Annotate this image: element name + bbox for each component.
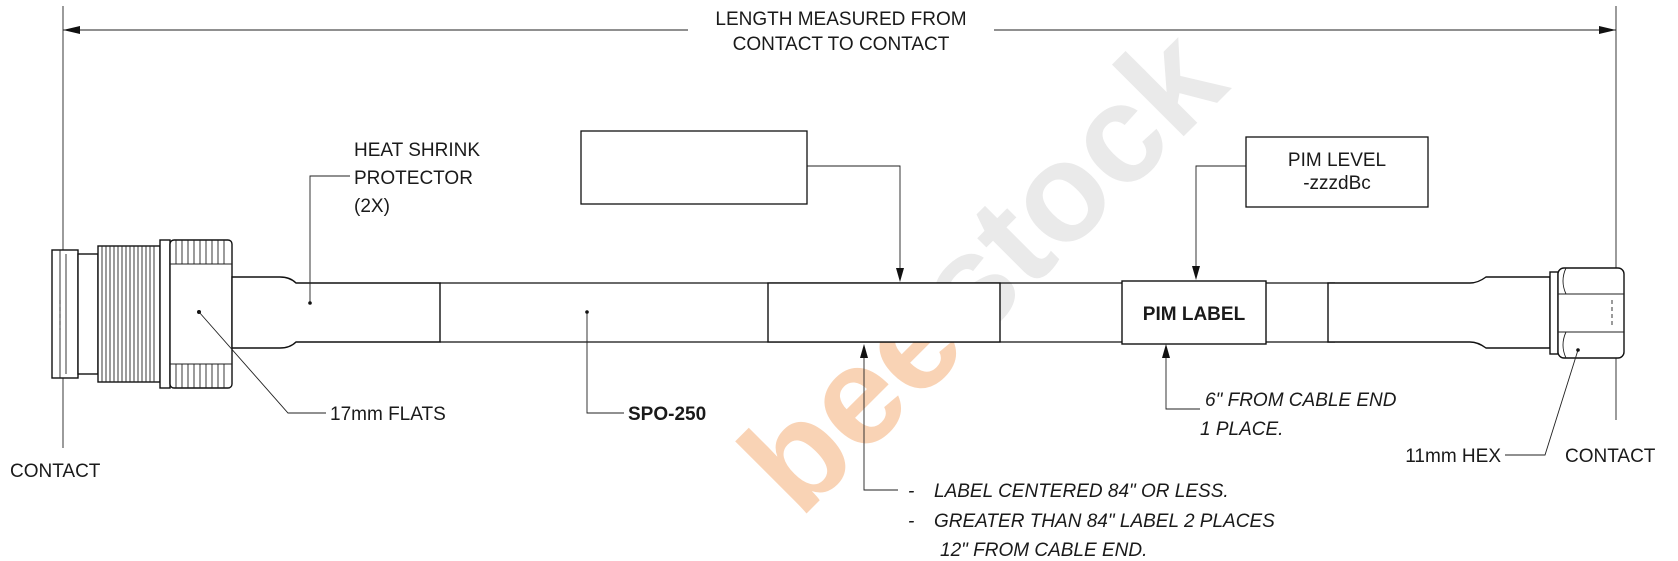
heat-shrink-label-line3: (2X) (354, 196, 390, 217)
label-note-line2: GREATER THAN 84" LABEL 2 PLACES (934, 511, 1275, 532)
pim-level-line2: -zzzdBc (1303, 173, 1371, 194)
heat-shrink-label-line1: HEAT SHRINK (354, 140, 480, 161)
cable-type-callout: SPO-250 (585, 310, 706, 425)
hex-nut (1557, 267, 1625, 359)
flats-callout: 17mm FLATS (198, 311, 446, 425)
pim-label (1121, 280, 1267, 345)
pim-level-line1: PIM LEVEL (1288, 150, 1386, 171)
length-label-line1: LENGTH MEASURED FROM (715, 9, 966, 30)
watermark: bee stock (710, 0, 1253, 541)
label-sleeve (767, 282, 1001, 343)
connector-face (51, 249, 79, 379)
heat-shrink-left (231, 276, 441, 349)
flats-label: 17mm FLATS (330, 404, 446, 425)
right-connector (1549, 267, 1625, 359)
connector-thread (97, 245, 161, 383)
dimension-arrow-left (63, 26, 80, 34)
pim-level-callout: PIM LEVEL -zzzdBc (1192, 136, 1429, 280)
label-text-box (580, 130, 808, 205)
contact-right-label: CONTACT (1565, 446, 1656, 467)
heat-shrink-label-line2: PROTECTOR (354, 168, 473, 189)
hex-callout: 11mm HEX (1405, 348, 1580, 467)
label-note-bullet-2: - (908, 511, 914, 532)
hex-label: 11mm HEX (1405, 446, 1501, 467)
pim-label-text: PIM LABEL (1143, 304, 1246, 325)
label-note-callout: - LABEL CENTERED 84" OR LESS. - GREATER … (860, 344, 1275, 561)
label-note-line3: 12" FROM CABLE END. (940, 540, 1147, 561)
pim-note-line1: 6" FROM CABLE END (1205, 390, 1397, 411)
pim-note-callout: 6" FROM CABLE END 1 PLACE. (1162, 344, 1397, 440)
cable: PIM LABEL (231, 276, 1551, 349)
length-label-line2: CONTACT TO CONTACT (733, 34, 950, 55)
contact-left-label: CONTACT (10, 461, 101, 482)
label-note-bullet-1: - (908, 481, 914, 502)
dimension-arrow-right (1599, 26, 1616, 34)
label-box-callout (580, 130, 904, 282)
label-note-line1: LABEL CENTERED 84" OR LESS. (934, 481, 1229, 502)
heat-shrink-right (1327, 276, 1551, 349)
length-dimension: LENGTH MEASURED FROM CONTACT TO CONTACT (62, 6, 1617, 448)
heat-shrink-callout: HEAT SHRINK PROTECTOR (2X) (308, 140, 480, 305)
left-connector (51, 239, 233, 389)
pim-note-line2: 1 PLACE. (1200, 419, 1283, 440)
cable-type-label: SPO-250 (628, 404, 706, 425)
pim-level-box (1245, 136, 1429, 208)
